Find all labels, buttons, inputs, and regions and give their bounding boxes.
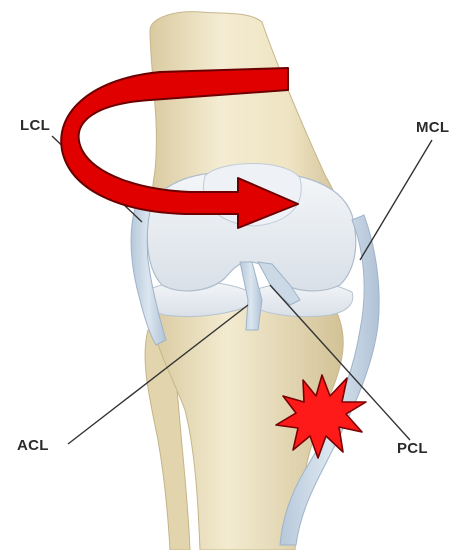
pcl-label: PCL <box>397 440 428 457</box>
mcl-label: MCL <box>416 119 449 136</box>
acl-label: ACL <box>17 437 49 454</box>
mcl-leader-line <box>360 140 432 260</box>
lcl-label: LCL <box>20 117 50 134</box>
